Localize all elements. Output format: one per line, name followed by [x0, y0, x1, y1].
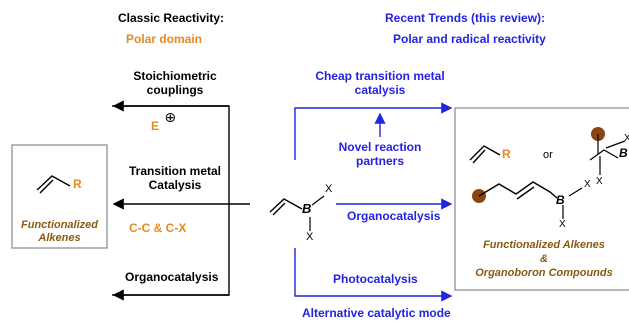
cc-cx-label: C-C & C-X	[129, 221, 187, 235]
trends-subtitle: Polar and radical reactivity	[393, 32, 546, 46]
top-boron: B	[619, 146, 628, 160]
organocat-right-label: Organocatalysis	[347, 209, 441, 223]
reagent-x-top: X	[325, 183, 333, 195]
center-vinyl-bond	[269, 198, 303, 213]
photocat-label: Photocatalysis	[333, 272, 418, 286]
alternative-mode-label: Alternative catalytic mode	[302, 306, 451, 320]
bottom-boron-x2: X	[559, 219, 566, 230]
electrophile-charge: ⊕	[164, 109, 177, 125]
right-product-name: Functionalized Alkenes & Organoboron Com…	[475, 239, 613, 279]
top-boron-x2: X	[596, 176, 603, 187]
left-product-r: R	[73, 177, 82, 191]
right-vinyl-r: R	[502, 147, 511, 161]
bottom-boron-x1: X	[584, 179, 591, 190]
right-product-box	[454, 107, 629, 291]
left-bracket	[112, 105, 230, 296]
or-label: or	[543, 149, 553, 161]
bottom-boron: B	[556, 193, 565, 207]
allyl-chain	[478, 181, 558, 199]
classic-title: Classic Reactivity:	[118, 11, 225, 25]
photocat-branch	[294, 248, 453, 302]
cheap-tm-branch	[294, 102, 453, 160]
left-vinyl-bond	[36, 175, 71, 191]
classic-subtitle: Polar domain	[126, 32, 203, 46]
left-product-box	[11, 144, 108, 249]
reagent-b: B	[302, 201, 312, 216]
top-boron-x1: X	[624, 133, 629, 144]
trends-title: Recent Trends (this review):	[385, 11, 546, 25]
electrophile-e: E	[151, 119, 160, 133]
organocat-left-label: Organocatalysis	[125, 270, 219, 284]
right-vinyl-bond	[469, 145, 501, 161]
electrophile-label: E ⊕	[151, 109, 176, 134]
reagent-x-bottom: X	[306, 231, 314, 243]
